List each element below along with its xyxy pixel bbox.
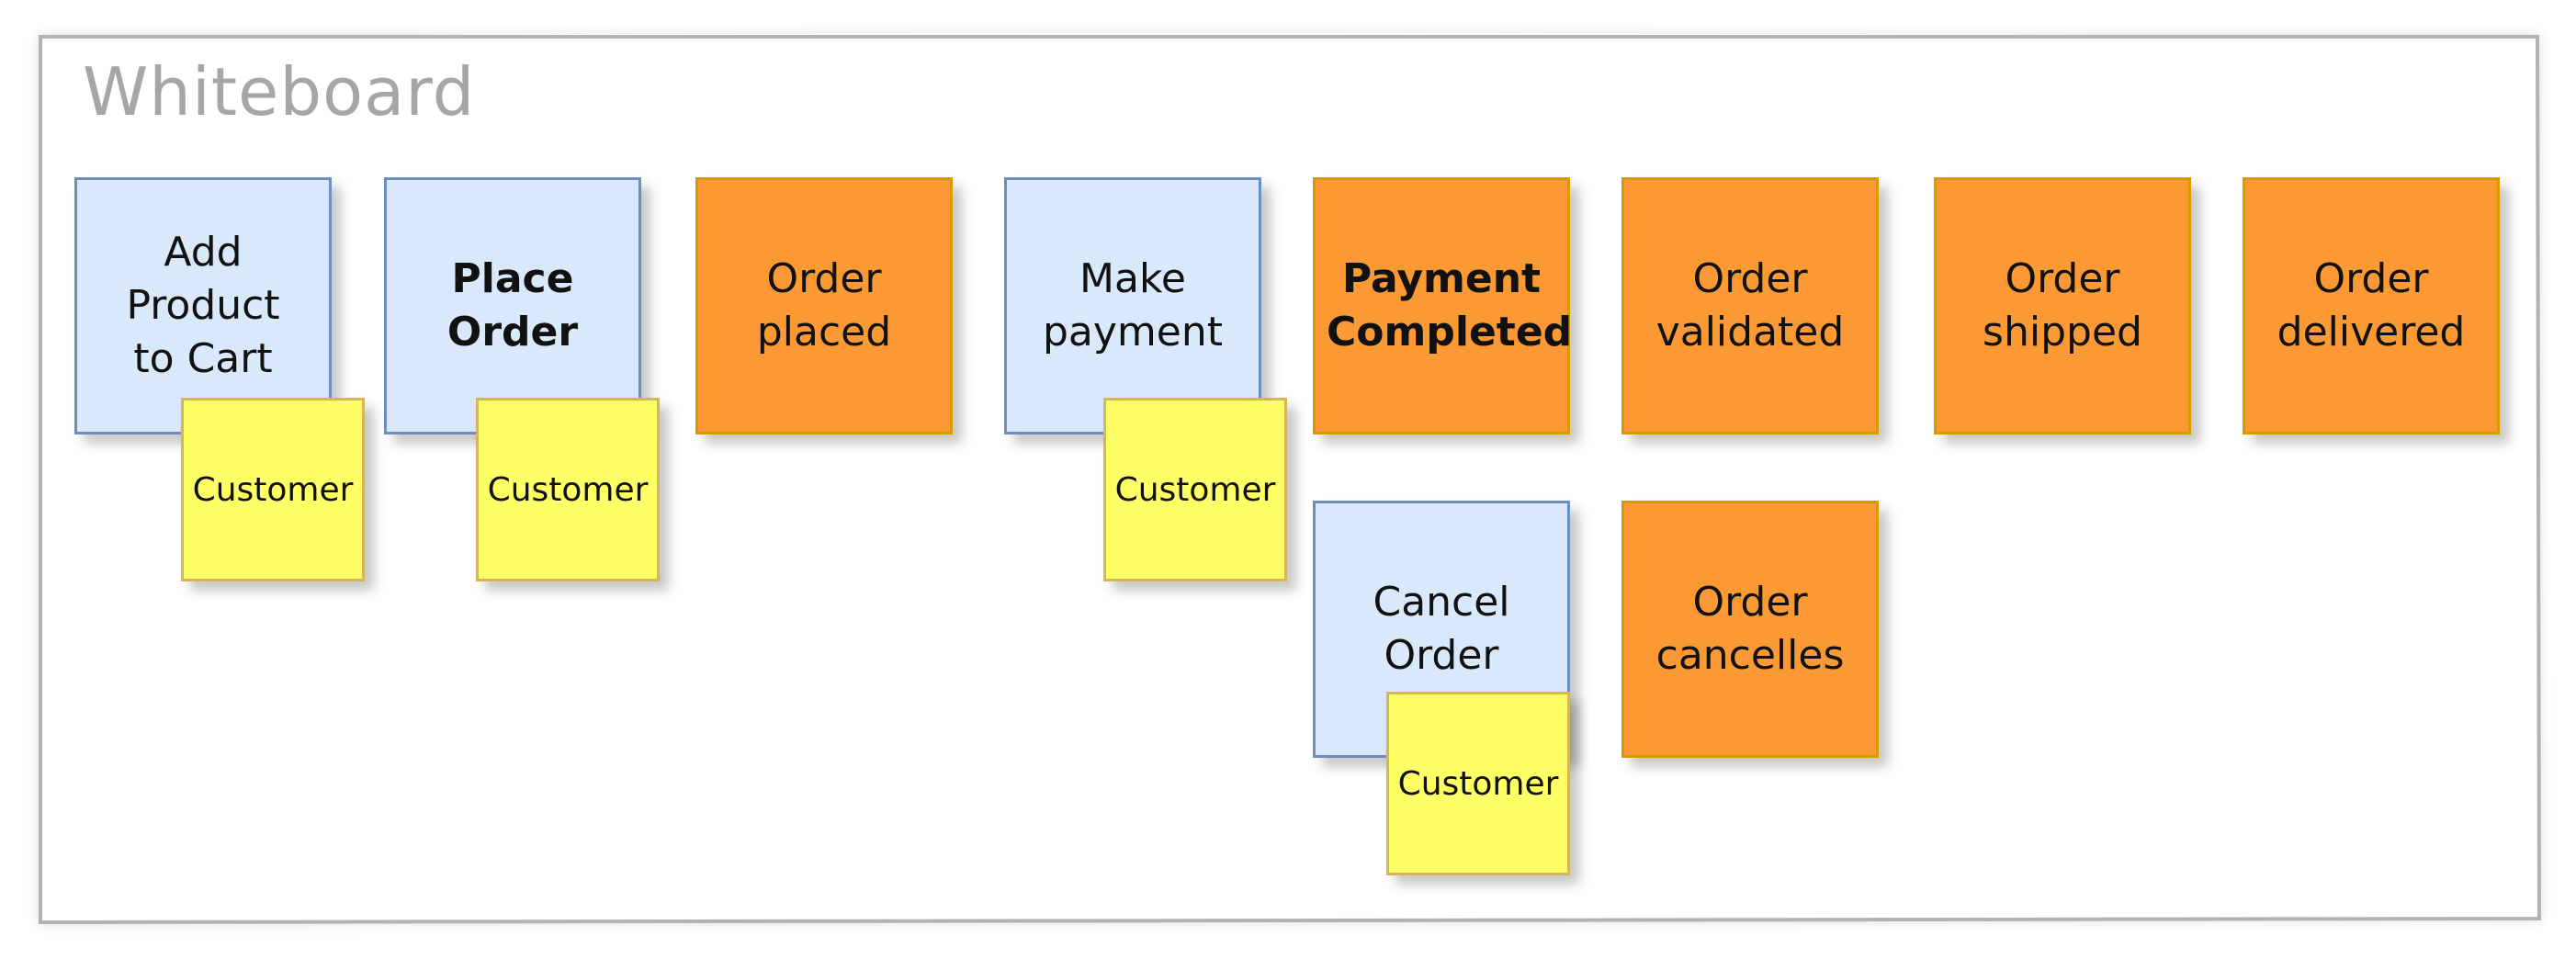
- command-label: Cancel Order: [1373, 579, 1510, 679]
- command-add-product-to-cart[interactable]: Add Product to Cart: [74, 177, 332, 434]
- actor-customer-add-product[interactable]: Customer: [181, 398, 365, 581]
- event-order-cancelles[interactable]: Order cancelles: [1621, 501, 1879, 758]
- event-label: Order validated: [1655, 255, 1845, 355]
- actor-customer-cancel-order[interactable]: Customer: [1386, 692, 1570, 875]
- actor-label: Customer: [1397, 764, 1559, 803]
- actor-label: Customer: [192, 470, 354, 509]
- event-label: Order cancelles: [1655, 579, 1845, 679]
- event-order-delivered[interactable]: Order delivered: [2243, 177, 2500, 434]
- actor-customer-make-payment[interactable]: Customer: [1103, 398, 1287, 581]
- event-order-placed[interactable]: Order placed: [695, 177, 953, 434]
- event-label: Order placed: [756, 255, 892, 355]
- event-order-validated[interactable]: Order validated: [1621, 177, 1879, 434]
- event-label: Order delivered: [2277, 255, 2466, 355]
- command-label: Add Product to Cart: [126, 229, 280, 382]
- command-label: Place Order: [446, 255, 579, 355]
- actor-customer-place-order[interactable]: Customer: [476, 398, 660, 581]
- command-label: Make payment: [1042, 255, 1223, 355]
- whiteboard-title: Whiteboard: [83, 53, 476, 130]
- event-label: Payment Completed: [1327, 255, 1573, 355]
- actor-label: Customer: [487, 470, 649, 509]
- event-order-shipped[interactable]: Order shipped: [1934, 177, 2191, 434]
- command-place-order[interactable]: Place Order: [384, 177, 641, 434]
- command-make-payment[interactable]: Make payment: [1004, 177, 1261, 434]
- actor-label: Customer: [1114, 470, 1276, 509]
- event-payment-completed[interactable]: Payment Completed: [1313, 177, 1573, 434]
- event-label: Order shipped: [1983, 255, 2142, 355]
